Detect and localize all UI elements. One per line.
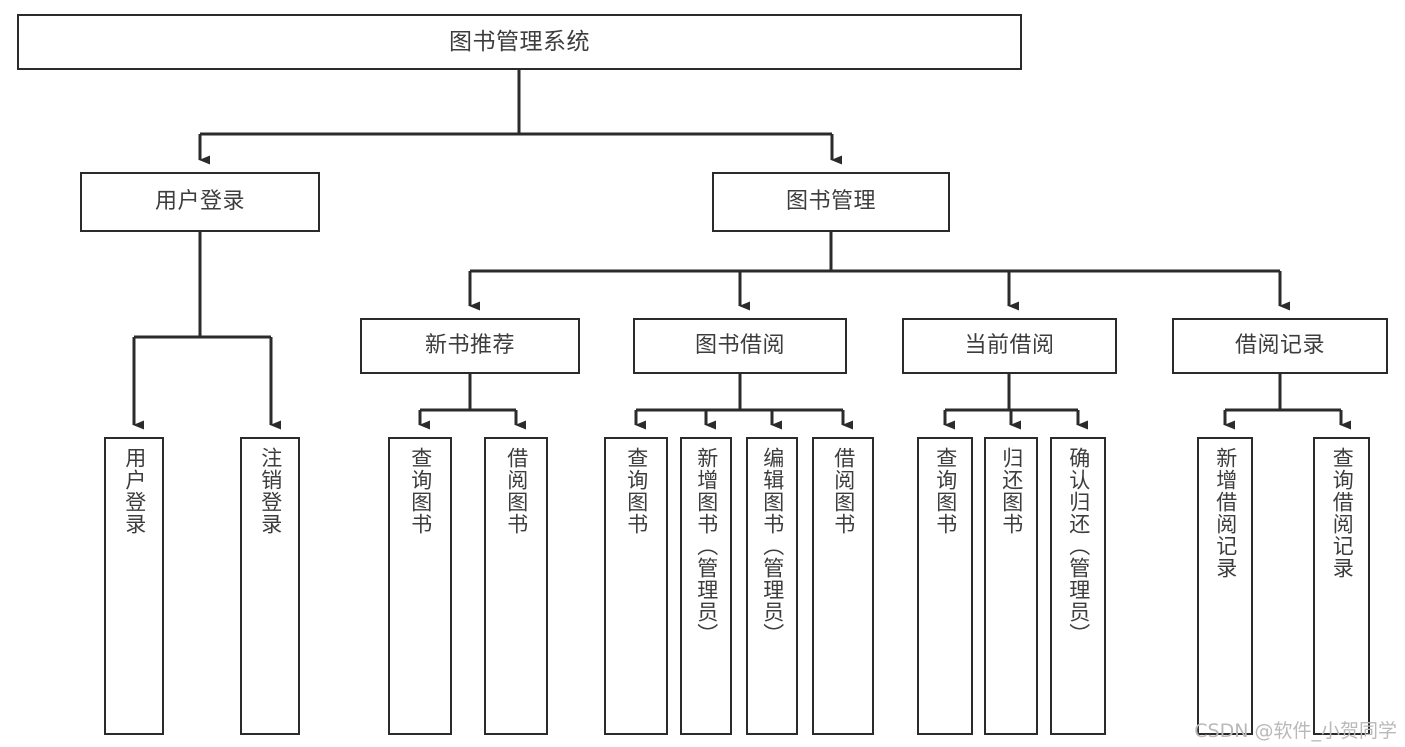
- node-leaf-confirm-return-admin[interactable]: 确认归还（管理员）: [1050, 437, 1106, 735]
- node-leaf-add-book-admin[interactable]: 新增图书（管理员）: [680, 437, 732, 735]
- node-leaf-edit-book-admin[interactable]: 编辑图书（管理员）: [746, 437, 798, 735]
- node-book-borrow-label: 图书借阅: [694, 333, 785, 359]
- node-root-label: 图书管理系统: [449, 28, 590, 55]
- node-leaf-confirm-return-admin-label: 确认归还（管理员）: [1066, 447, 1091, 645]
- node-leaf-user-login-label: 用户登录: [122, 447, 147, 535]
- node-leaf-borrow-book-1-label: 借阅图书: [504, 447, 529, 535]
- watermark: CSDN @软件_小贺同学: [1194, 720, 1397, 742]
- node-leaf-logout-login-label: 注销登录: [258, 447, 283, 535]
- node-book-borrow[interactable]: 图书借阅: [633, 318, 847, 374]
- node-leaf-query-borrow-record[interactable]: 查询借阅记录: [1313, 437, 1370, 735]
- node-current-borrow[interactable]: 当前借阅: [902, 318, 1117, 374]
- node-leaf-edit-book-admin-label: 编辑图书（管理员）: [760, 447, 785, 645]
- node-leaf-query-book-1[interactable]: 查询图书: [388, 437, 452, 735]
- node-leaf-return-book[interactable]: 归还图书: [984, 437, 1038, 735]
- node-current-borrow-label: 当前借阅: [964, 333, 1055, 359]
- node-book-manage[interactable]: 图书管理: [712, 172, 950, 232]
- node-new-book-recommend-label: 新书推荐: [424, 333, 515, 359]
- node-book-manage-label: 图书管理: [785, 189, 876, 215]
- node-leaf-borrow-book-1[interactable]: 借阅图书: [484, 437, 548, 735]
- node-leaf-borrow-book-2-label: 借阅图书: [831, 447, 856, 535]
- node-leaf-borrow-book-2[interactable]: 借阅图书: [812, 437, 874, 735]
- node-leaf-query-book-1-label: 查询图书: [408, 447, 433, 535]
- node-leaf-add-book-admin-label: 新增图书（管理员）: [694, 447, 719, 645]
- node-borrow-record-label: 借阅记录: [1234, 333, 1325, 359]
- node-leaf-query-borrow-record-label: 查询借阅记录: [1330, 447, 1355, 579]
- node-root[interactable]: 图书管理系统: [17, 14, 1022, 70]
- node-user-login-label: 用户登录: [154, 189, 245, 215]
- node-borrow-record[interactable]: 借阅记录: [1172, 318, 1388, 374]
- node-leaf-query-book-3-label: 查询图书: [933, 447, 958, 535]
- node-leaf-return-book-label: 归还图书: [999, 447, 1024, 535]
- node-new-book-recommend[interactable]: 新书推荐: [360, 318, 580, 374]
- node-leaf-add-borrow-record-label: 新增借阅记录: [1213, 447, 1238, 579]
- node-leaf-logout-login[interactable]: 注销登录: [240, 437, 300, 735]
- node-leaf-query-book-2[interactable]: 查询图书: [604, 437, 668, 735]
- node-leaf-query-book-2-label: 查询图书: [624, 447, 649, 535]
- node-leaf-query-book-3[interactable]: 查询图书: [917, 437, 973, 735]
- node-leaf-add-borrow-record[interactable]: 新增借阅记录: [1197, 437, 1253, 735]
- node-user-login[interactable]: 用户登录: [80, 172, 320, 232]
- node-leaf-user-login[interactable]: 用户登录: [104, 437, 164, 735]
